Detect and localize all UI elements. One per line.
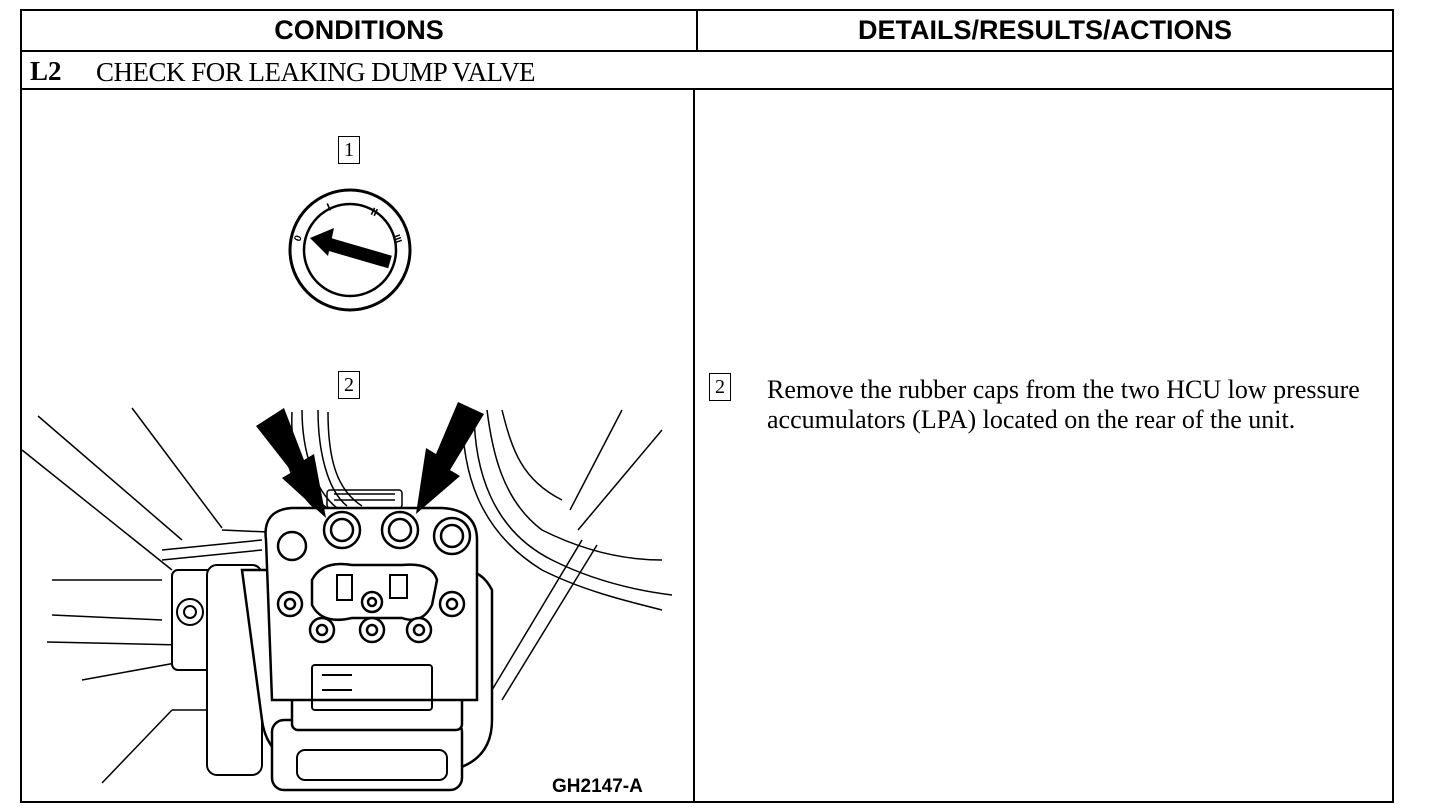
conditions-header: CONDITIONS — [22, 11, 698, 50]
pointer-arrows — [256, 402, 484, 518]
position-2-label: II — [369, 206, 380, 219]
table-header: CONDITIONS DETAILS/RESULTS/ACTIONS — [22, 11, 1392, 52]
details-cell: 2 Remove the rubber caps from the two HC… — [695, 90, 1392, 801]
conditions-cell: 1 0 I II III 2 — [21, 90, 695, 801]
position-0-label: 0 — [292, 234, 304, 243]
instruction-text: Remove the rubber caps from the two HCU … — [767, 375, 1360, 434]
callout-2: 2 — [338, 371, 360, 399]
details-header: DETAILS/RESULTS/ACTIONS — [857, 15, 1232, 45]
ignition-arrow — [310, 228, 392, 269]
position-1-label: I — [325, 202, 333, 214]
position-3-label: III — [390, 233, 403, 245]
procedure-table: CONDITIONS DETAILS/RESULTS/ACTIONS L2 CH… — [20, 9, 1394, 803]
details-callout: 2 — [709, 373, 731, 401]
ignition-switch-illustration: 0 I II III — [288, 188, 412, 312]
step-code: L2 — [30, 56, 62, 86]
figure-id: GH2147-A — [552, 776, 643, 797]
step-title: CHECK FOR LEAKING DUMP VALVE — [96, 57, 536, 87]
hcu-illustration — [21, 402, 673, 792]
callout-1: 1 — [338, 136, 360, 164]
step-title-row: L2 CHECK FOR LEAKING DUMP VALVE — [22, 52, 1392, 90]
